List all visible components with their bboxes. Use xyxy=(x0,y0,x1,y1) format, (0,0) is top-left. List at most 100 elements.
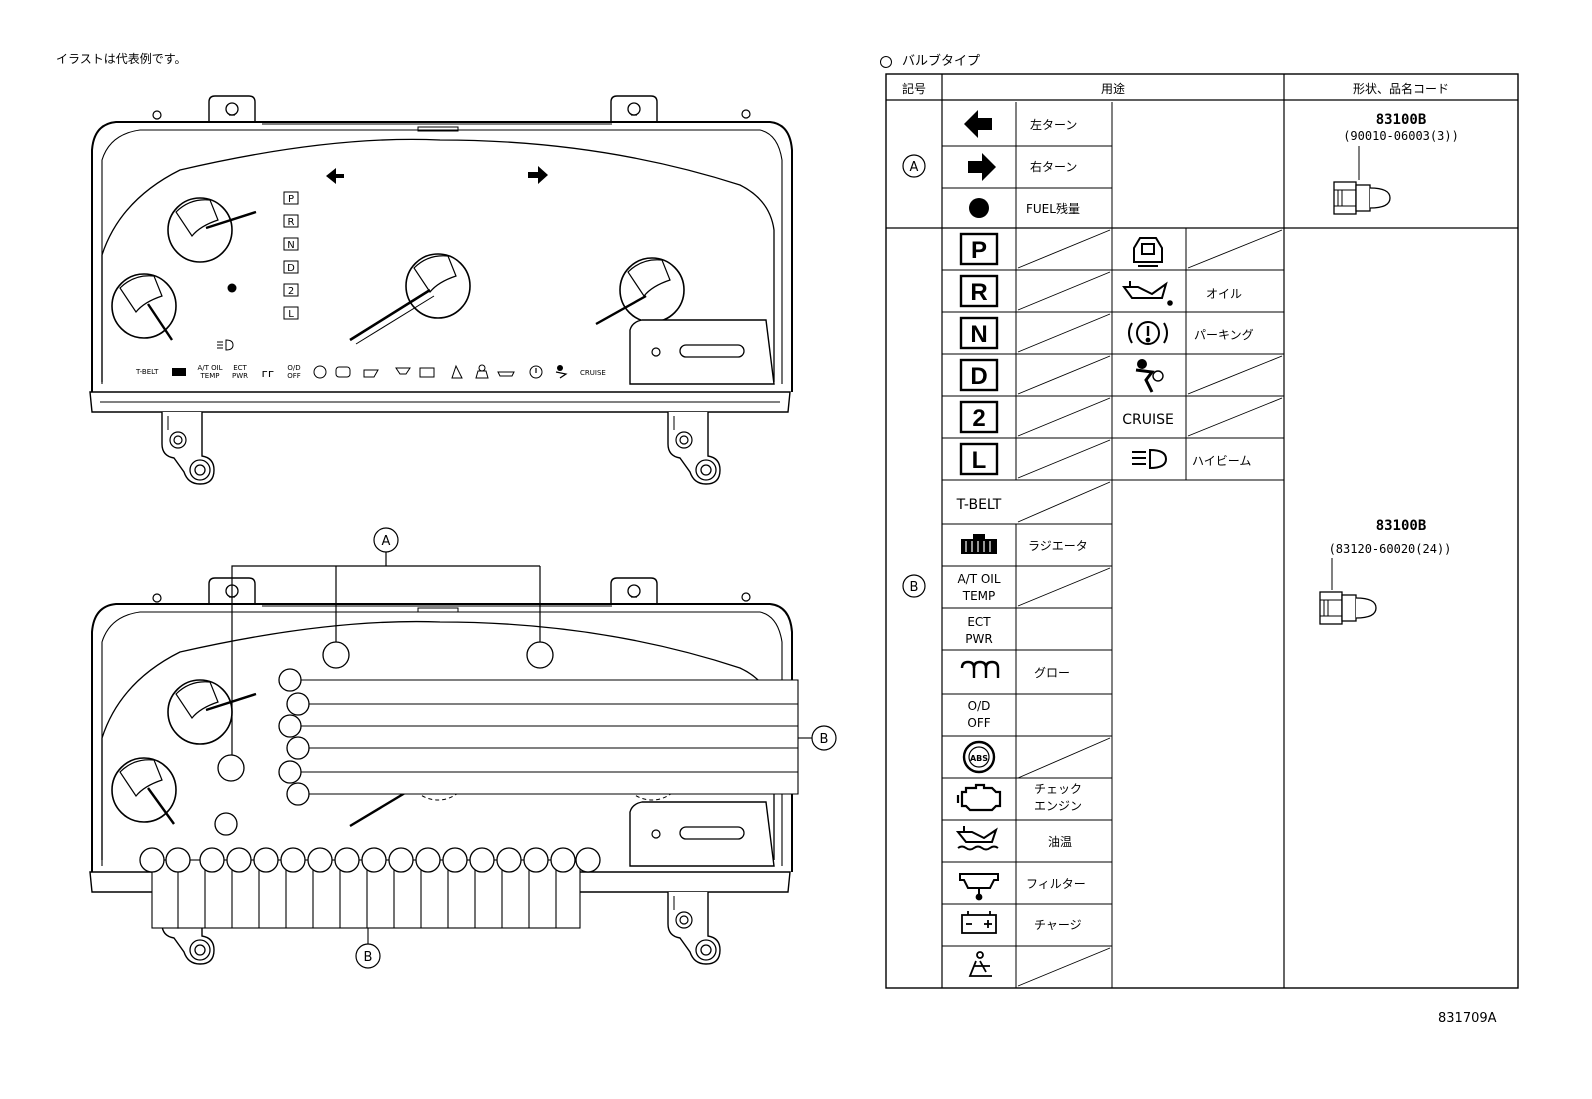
svg-text:ᴦᴦ: ᴦᴦ xyxy=(262,367,275,380)
group-a-symbol-text: A xyxy=(910,160,919,175)
bulb-b-bottom-grid xyxy=(151,859,581,944)
gauge-temp xyxy=(111,273,177,341)
header-shape-code: 形状、品名コード xyxy=(1353,81,1449,96)
turn-arrow-right xyxy=(528,166,548,184)
gear-r-text: R xyxy=(970,279,987,306)
bracket-top-left xyxy=(208,95,256,123)
radiator-label: ラジエータ xyxy=(1028,539,1088,553)
gauge-temp-bottom xyxy=(111,757,177,825)
lamp-tbelt-text: T-BELT xyxy=(135,368,159,376)
bulb-a-markers xyxy=(217,641,554,782)
high-beam-icon xyxy=(1132,448,1168,470)
gear-label-l: L xyxy=(288,309,294,320)
gear-2-icon: 2 xyxy=(959,400,999,434)
bulb-b-bottom-markers xyxy=(139,812,601,873)
lamp-ect-text: ECT xyxy=(233,364,247,372)
bulb-wedge-icon-b xyxy=(1319,591,1377,625)
glow-label: グロー xyxy=(1034,666,1070,680)
bracket-bottom-right xyxy=(610,577,658,605)
tbelt-text: T-BELT xyxy=(956,497,1002,513)
lamp-pwr-text: PWR xyxy=(232,372,248,380)
battery-icon xyxy=(961,911,997,934)
group-b-part-number: 83100B xyxy=(1376,518,1427,534)
lamp-temp-text: TEMP xyxy=(200,372,220,380)
callout-b-right-text: B xyxy=(820,732,829,747)
callout-b-bottom: B xyxy=(355,943,381,969)
group-a-label-2: FUEL残量 xyxy=(1026,202,1080,216)
gear-d-icon: D xyxy=(959,358,999,392)
odometer-panel xyxy=(629,319,775,385)
at-oil-temp-line1: A/T OIL xyxy=(957,572,1000,586)
bracket-top-right xyxy=(610,95,658,123)
gear-l-icon: L xyxy=(959,442,999,476)
oil-temp-label: 油温 xyxy=(1048,835,1072,849)
right-arrow-icon xyxy=(968,153,996,181)
group-b-symbol-text: B xyxy=(910,580,919,595)
callout-b-bottom-text: B xyxy=(364,950,373,965)
table-header: 記号 用途 形状、品名コード xyxy=(902,81,1449,96)
lamp-od-text: O/D xyxy=(287,364,300,372)
gear-2-text: 2 xyxy=(972,405,985,432)
glow-icon xyxy=(960,660,1000,678)
fuel-lamp xyxy=(227,283,237,293)
bulb-b-right-markers xyxy=(278,668,310,806)
oil-label: オイル xyxy=(1206,287,1242,301)
gauge-tach xyxy=(167,197,257,263)
gear-d-text: D xyxy=(970,363,987,390)
gear-label-2: 2 xyxy=(288,286,294,297)
turn-arrow-left xyxy=(326,168,344,184)
gauge-speedo xyxy=(349,253,471,345)
at-oil-temp-line2: TEMP xyxy=(962,589,996,603)
filter-label: フィルター xyxy=(1026,877,1086,891)
battery-label: チャージ xyxy=(1034,918,1082,932)
group-a-part-code: (90010-06003(3)) xyxy=(1343,129,1459,143)
bulb-circle-icon xyxy=(880,55,892,68)
header-symbol: 記号 xyxy=(902,81,926,96)
warning-lamp-row: T-BELT A/T OIL TEMP ECT PWR ᴦᴦ O/D OFF C… xyxy=(135,364,606,380)
gear-n-icon: N xyxy=(959,316,999,350)
gear-label-r: R xyxy=(288,217,295,228)
parking-label: パーキング xyxy=(1194,328,1254,342)
airbag-icon xyxy=(1135,359,1164,393)
oil-temp-icon xyxy=(955,826,999,851)
door-icon xyxy=(1133,237,1163,267)
bulb-table xyxy=(885,73,1519,989)
lamp-atoil-text: A/T OIL xyxy=(197,364,222,372)
seatbelt-icon xyxy=(968,951,992,977)
ect-pwr-line1: ECT xyxy=(967,615,991,629)
ect-pwr-line2: PWR xyxy=(965,632,992,646)
lamp-off-text: OFF xyxy=(287,372,301,380)
callout-b-right-leaders xyxy=(290,679,812,795)
cluster-bottom: A B xyxy=(89,527,837,969)
od-off-line1: O/D xyxy=(968,699,991,713)
gear-r-icon: R xyxy=(959,274,999,308)
callout-a-leaders xyxy=(231,552,541,764)
high-beam-lamp xyxy=(217,339,234,351)
cluster-top: P R N D 2 L T-BELT A/T OIL TEMP ECT PWR … xyxy=(89,95,793,485)
gear-label-d: D xyxy=(287,263,295,274)
gear-n-text: N xyxy=(970,321,987,348)
left-arrow-icon xyxy=(964,110,992,138)
group-a-part-number: 83100B xyxy=(1376,112,1427,128)
check-engine-label-line2: エンジン xyxy=(1034,799,1082,813)
bulb-type-label: バルブタイプ xyxy=(902,54,981,69)
header-usage: 用途 xyxy=(1101,81,1125,96)
radiator-icon xyxy=(961,534,997,554)
gear-p-text: P xyxy=(971,237,987,264)
bulb-wedge-icon-a xyxy=(1333,181,1391,215)
callout-a: A xyxy=(373,527,399,553)
od-off-line2: OFF xyxy=(967,716,990,730)
callout-b-right: B xyxy=(811,725,837,751)
group-a-symbol: A xyxy=(902,154,926,178)
group-a-label-1: 右ターン xyxy=(1030,159,1077,174)
callout-a-text: A xyxy=(382,534,391,549)
engine-icon xyxy=(956,783,1002,812)
illustration-note: イラストは代表例です。 xyxy=(56,52,187,66)
gauge-tach-bottom xyxy=(167,679,257,745)
group-a-label-0: 左ターン xyxy=(1030,117,1077,132)
high-beam-label: ハイビーム xyxy=(1192,454,1251,468)
bulb-type-legend: バルブタイプ xyxy=(880,50,980,69)
empty-cell-diagonals xyxy=(1017,229,1283,987)
figure-code: 831709A xyxy=(1438,1011,1497,1026)
